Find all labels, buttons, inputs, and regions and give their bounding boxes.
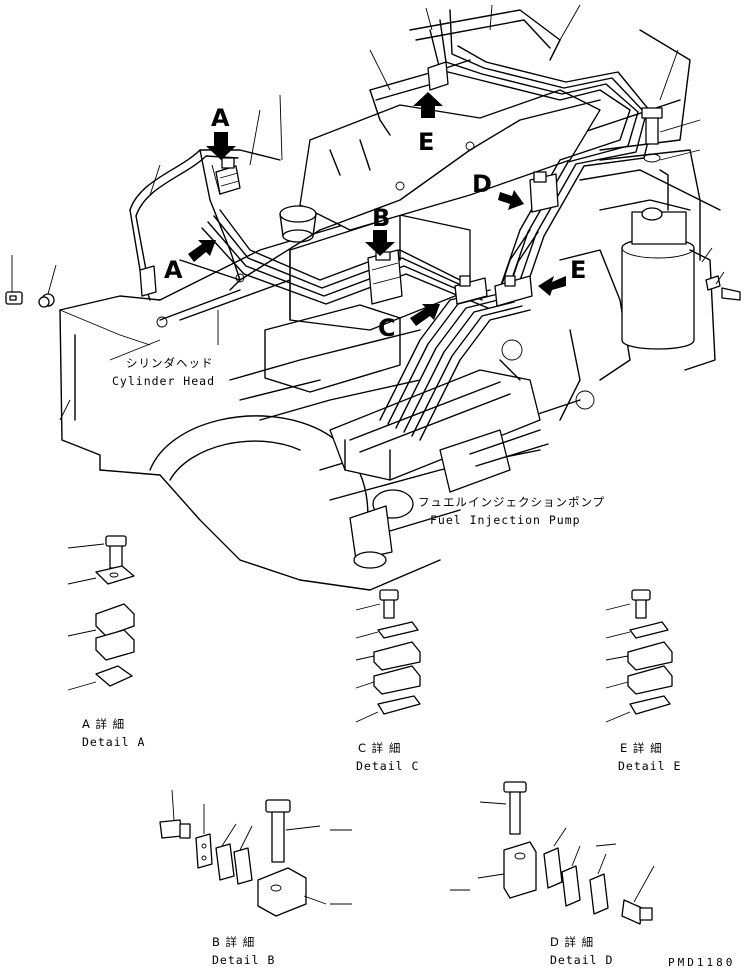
detail-b-title-jp: B 詳 細 — [212, 935, 255, 949]
detail-a: A 詳 細 Detail A — [67, 535, 145, 749]
detail-b-title-en: Detail B — [212, 953, 275, 967]
callout-e-right: E — [570, 256, 586, 284]
detail-a-title-jp: A 詳 細 — [82, 717, 125, 731]
detail-d-title-en: Detail D — [550, 953, 613, 967]
drawing-code: PMD1180 — [668, 956, 735, 969]
arrow-left-e — [538, 276, 566, 296]
callout-letters: A A B C D E E — [164, 104, 586, 342]
callout-d: D — [472, 170, 492, 198]
arrows — [188, 92, 566, 326]
detail-c-title-en: Detail C — [356, 759, 419, 773]
callout-a-top: A — [211, 104, 230, 132]
arrow-down-b — [365, 230, 395, 256]
fuel-injection-pump — [329, 339, 549, 569]
arrow-right-a — [188, 240, 216, 262]
arrow-down-a — [206, 132, 236, 160]
detail-c-title-jp: C 詳 細 — [358, 741, 401, 755]
detail-e: E 詳 細 Detail E — [605, 589, 681, 773]
detail-e-title-en: Detail E — [618, 759, 681, 773]
detail-e-title-jp: E 詳 細 — [620, 741, 663, 755]
callout-b: B — [372, 204, 390, 232]
leader-lines — [11, 4, 725, 421]
callout-a-left: A — [164, 256, 183, 284]
detail-d-title-jp: D 詳 細 — [550, 935, 594, 949]
arrow-up-e — [413, 92, 443, 118]
installed-clamps — [5, 61, 741, 308]
fuel-pump-label-jp: フュエルインジェクションポンプ — [418, 495, 605, 509]
part-labels: シリンダヘッド Cylinder Head フュエルインジェクションポンプ Fu… — [112, 356, 605, 527]
arrow-right-d — [498, 190, 524, 210]
fuel-pump-label-en: Fuel Injection Pump — [430, 513, 581, 527]
detail-b: B 詳 細 Detail B — [159, 789, 352, 967]
callout-c: C — [378, 314, 396, 342]
callout-e-top: E — [418, 128, 434, 156]
cylinder-head-label-jp: シリンダヘッド — [126, 356, 214, 370]
detail-c: C 詳 細 Detail C — [355, 589, 421, 773]
arrow-right-c — [410, 304, 440, 326]
cylinder-head-label-en: Cylinder Head — [112, 374, 215, 388]
detail-a-title-en: Detail A — [82, 735, 145, 749]
detail-d: D 詳 細 Detail D — [450, 781, 655, 967]
